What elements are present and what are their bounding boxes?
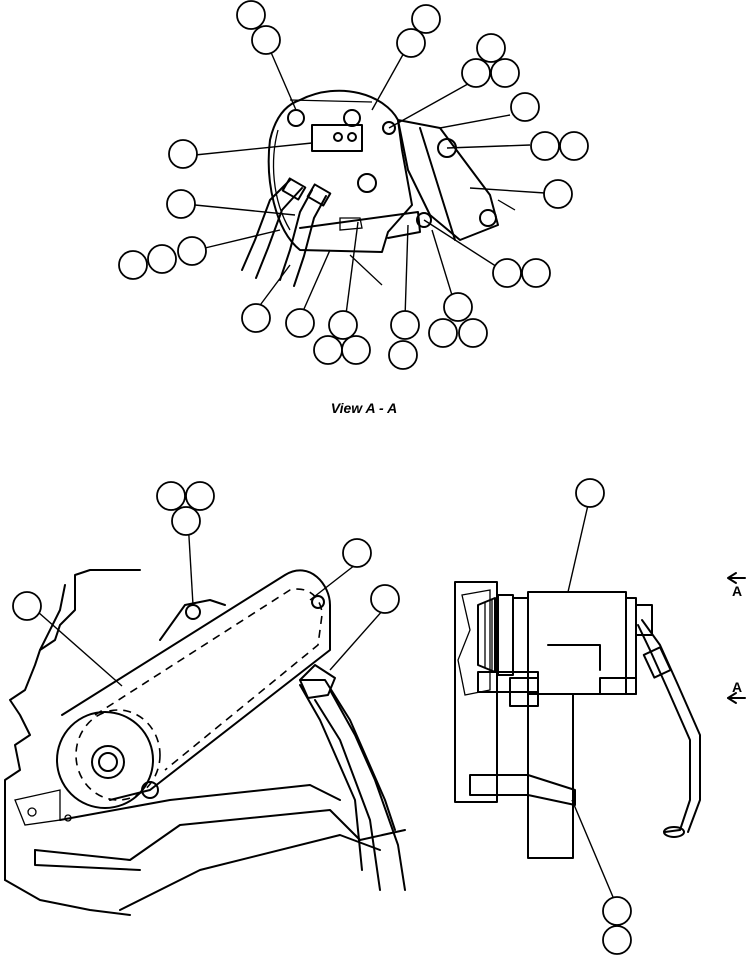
callout-circle bbox=[177, 236, 207, 266]
callout-circle bbox=[461, 58, 491, 88]
callout-circle bbox=[147, 244, 177, 274]
callout-circle bbox=[543, 179, 573, 209]
callout-circle bbox=[492, 258, 522, 288]
callout-circle bbox=[341, 335, 371, 365]
callout-circle bbox=[388, 340, 418, 370]
callout-circle bbox=[521, 258, 551, 288]
callout-circle bbox=[370, 584, 400, 614]
section-mark-lower: A bbox=[732, 679, 742, 695]
callout-circle bbox=[251, 25, 281, 55]
callout-circle bbox=[185, 481, 215, 511]
callout-circle bbox=[313, 335, 343, 365]
callout-circle bbox=[428, 318, 458, 348]
callout-circle bbox=[602, 896, 632, 926]
callout-circle bbox=[241, 303, 271, 333]
callout-circle bbox=[166, 189, 196, 219]
right-side-view bbox=[454, 572, 746, 859]
view-caption: View A - A bbox=[331, 400, 397, 416]
callout-circle bbox=[602, 925, 632, 955]
callout-circle bbox=[396, 28, 426, 58]
callout-circle bbox=[510, 92, 540, 122]
left-view-callouts bbox=[12, 481, 400, 621]
callout-circle bbox=[476, 33, 506, 63]
callout-circle bbox=[390, 310, 420, 340]
callout-circle bbox=[285, 308, 315, 338]
view-a-callouts bbox=[118, 0, 589, 370]
callout-circle bbox=[236, 0, 266, 30]
callout-circle bbox=[575, 478, 605, 508]
callout-circle bbox=[530, 131, 560, 161]
callout-circle bbox=[168, 139, 198, 169]
callout-circle bbox=[118, 250, 148, 280]
callout-circle bbox=[342, 538, 372, 568]
left-view-leaders bbox=[37, 519, 384, 687]
callout-circle bbox=[12, 591, 42, 621]
callout-circle bbox=[559, 131, 589, 161]
callout-circle bbox=[443, 292, 473, 322]
callout-circle bbox=[458, 318, 488, 348]
callout-circle bbox=[328, 310, 358, 340]
right-view-leaders bbox=[567, 504, 614, 898]
callout-circle bbox=[171, 506, 201, 536]
callout-circle bbox=[490, 58, 520, 88]
callout-circle bbox=[411, 4, 441, 34]
left-engine-view bbox=[4, 569, 406, 916]
right-view-callouts bbox=[575, 478, 632, 955]
view-a-leaders bbox=[194, 41, 546, 323]
callout-circle bbox=[156, 481, 186, 511]
section-mark-upper: A bbox=[732, 583, 742, 599]
